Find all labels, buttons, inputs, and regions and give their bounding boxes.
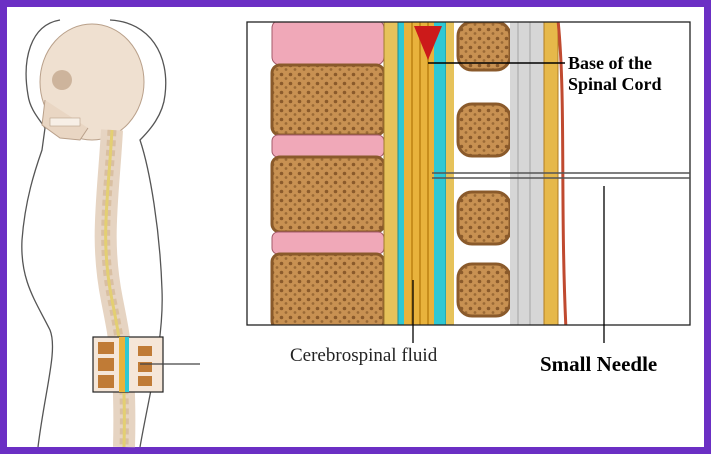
spine-column — [106, 130, 125, 447]
small-zoom-box — [93, 337, 200, 392]
cerebrospinal-fluid-label: Cerebrospinal fluid — [290, 345, 437, 367]
base-of-spinal-cord-label: Base of the Spinal Cord — [568, 53, 662, 94]
base-label-line2: Spinal Cord — [568, 74, 662, 95]
small-needle-label: Small Needle — [540, 352, 657, 376]
base-label-line1: Base of the — [568, 53, 662, 74]
skull-image — [40, 24, 144, 140]
